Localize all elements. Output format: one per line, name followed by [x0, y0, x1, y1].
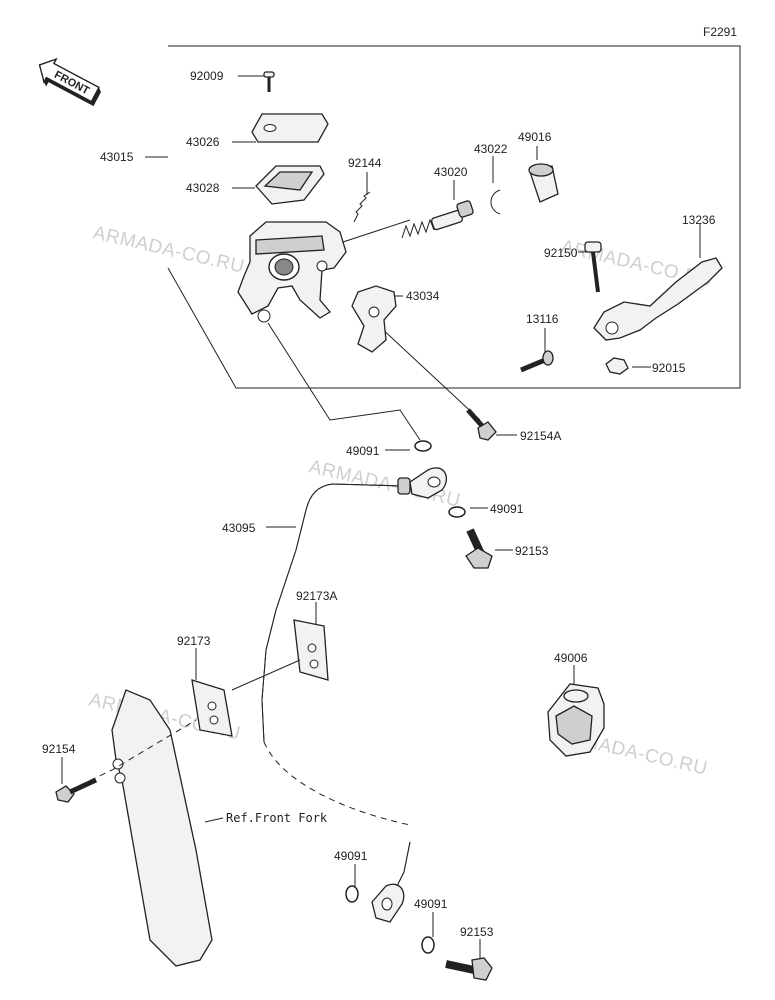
brake-hose-parts [55, 440, 493, 981]
label-92154: 92154 [42, 742, 76, 756]
washer-49091 [421, 936, 435, 954]
label-43020: 43020 [434, 165, 468, 179]
washer-49091 [414, 440, 432, 452]
label-43015: 43015 [100, 150, 134, 164]
assembly-box [167, 45, 741, 389]
label-43022: 43022 [474, 142, 508, 156]
bolt-92154A [466, 408, 497, 441]
piston-43020 [401, 200, 474, 239]
label-43034: 43034 [406, 289, 440, 303]
master-cylinder-parts [237, 71, 723, 441]
label-92153: 92153 [460, 925, 494, 939]
label-49091: 49091 [346, 444, 380, 458]
label-92153: 92153 [515, 544, 549, 558]
bolt-92154 [55, 777, 98, 803]
ref-front-fork-label: Ref.Front Fork [226, 811, 328, 825]
boot-49016 [528, 163, 559, 203]
label-49016: 49016 [518, 130, 552, 144]
label-49006: 49006 [554, 651, 588, 665]
hose-clamp-92173A [293, 619, 329, 681]
brake-hose-43095 [261, 467, 447, 923]
figure-code: F2291 [703, 25, 737, 39]
label-49091: 49091 [334, 849, 368, 863]
label-13236: 13236 [682, 213, 716, 227]
hose-clamp-92173 [191, 659, 301, 737]
nut-92015 [605, 357, 629, 375]
label-43095: 43095 [222, 521, 256, 535]
part-labels: 92009 43026 43015 43028 92144 43020 4302… [42, 69, 716, 939]
label-92173A: 92173A [296, 589, 337, 603]
washer-49091 [448, 506, 466, 518]
washer-49091 [345, 885, 359, 903]
label-92150: 92150 [544, 246, 578, 260]
label-92173: 92173 [177, 634, 211, 648]
label-49091: 49091 [490, 502, 524, 516]
screw-92009 [263, 71, 275, 92]
label-13116: 13116 [526, 312, 559, 326]
label-49091: 49091 [414, 897, 448, 911]
master-cylinder-body [237, 221, 347, 323]
label-92144: 92144 [348, 156, 382, 170]
clamp-43034 [351, 285, 397, 353]
label-92015: 92015 [652, 361, 686, 375]
leader-lines [61, 75, 701, 960]
cover-49006 [547, 683, 605, 757]
reservoir-cap-43026 [251, 113, 329, 143]
circlip-43022 [490, 189, 501, 215]
pin-13116 [520, 350, 554, 373]
banjo-bolt-92153 [445, 957, 493, 981]
lever-13236 [593, 257, 723, 341]
label-43026: 43026 [186, 135, 220, 149]
bolt-92150 [584, 241, 602, 293]
label-92009: 92009 [190, 69, 224, 83]
spring-92144 [353, 191, 371, 223]
front-arrow-icon: FRONT [38, 57, 102, 107]
label-92154A: 92154A [520, 429, 561, 443]
label-43028: 43028 [186, 181, 220, 195]
banjo-bolt-92153 [465, 528, 493, 569]
